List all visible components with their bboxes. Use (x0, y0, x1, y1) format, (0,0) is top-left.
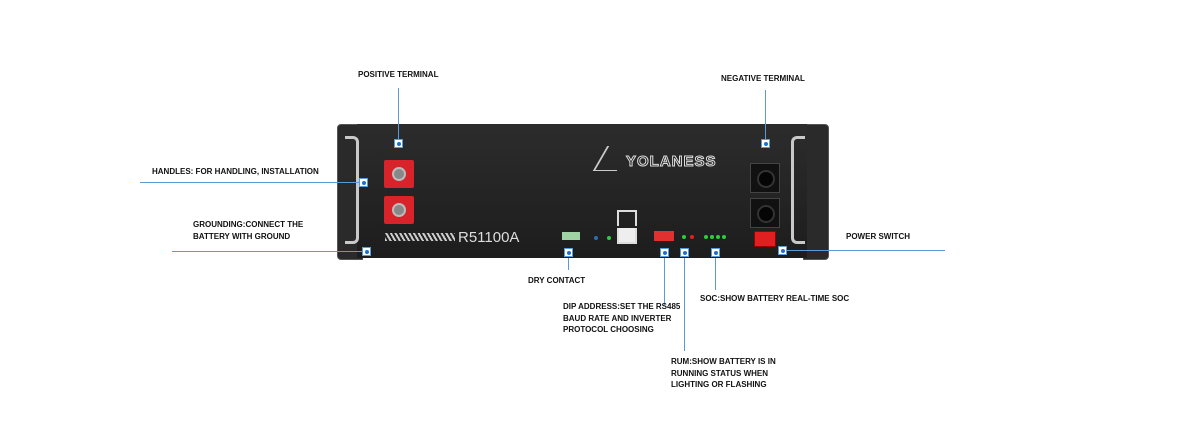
alarm-led (690, 235, 694, 239)
marker-grounding (362, 247, 371, 256)
soc-led-2 (710, 235, 714, 239)
label-power-switch: POWER SWITCH (846, 232, 910, 241)
marker-handle (359, 178, 368, 187)
led-green (607, 236, 611, 240)
marker-dry-contact (564, 248, 573, 257)
label-handles: HANDLES: FOR HANDLING, INSTALLATION (152, 167, 319, 176)
positive-terminal-2 (384, 196, 414, 224)
callout-line (398, 88, 399, 139)
marker-power-switch (778, 246, 787, 255)
callout-line (664, 258, 665, 305)
soc-led-3 (716, 235, 720, 239)
label-negative-terminal: NEGATIVE TERMINAL (721, 74, 805, 83)
dry-contact-port (562, 232, 580, 240)
label-grounding: GROUNDING:CONNECT THE BATTERY WITH GROUND (193, 219, 303, 242)
label-line: BATTERY WITH GROUND (193, 231, 291, 241)
callout-line (684, 258, 685, 351)
label-line: RUM:SHOW BATTERY IS IN (671, 357, 776, 366)
brand-name: YOLANESS (626, 153, 717, 171)
marker-dip (660, 248, 669, 257)
negative-terminal-1 (750, 163, 780, 193)
soc-led-4 (722, 235, 726, 239)
label-line: GROUNDING:CONNECT THE (193, 220, 304, 229)
rs485-port-bottom (617, 228, 637, 244)
right-handle (791, 136, 805, 244)
label-line: LIGHTING OR FLASHING (671, 380, 767, 389)
soc-led-1 (704, 235, 708, 239)
label-run: RUM:SHOW BATTERY IS IN RUNNING STATUS WHE… (671, 356, 776, 391)
dip-switch[interactable] (654, 231, 674, 241)
left-handle (345, 136, 359, 244)
run-led (682, 235, 686, 239)
label-soc: SOC:SHOW BATTERY REAL-TIME SOC (700, 294, 850, 303)
positive-terminal-1 (384, 160, 414, 188)
label-dry-contact: DRY CONTACT (528, 276, 586, 285)
label-line: DIP ADDRESS:SET THE RS485 (563, 302, 681, 311)
label-positive-terminal: POSITIVE TERMINAL (358, 70, 439, 79)
negative-terminal-2 (750, 198, 780, 228)
rs485-port-top (617, 210, 637, 226)
model-stripe (385, 233, 455, 241)
led-blue (594, 236, 598, 240)
callout-line (786, 250, 945, 251)
marker-negative (761, 139, 770, 148)
marker-run (680, 248, 689, 257)
marker-soc (711, 248, 720, 257)
label-line: RUNNING STATUS WHEN (671, 368, 769, 378)
label-line: PROTOCOL CHOOSING (563, 325, 654, 334)
callout-line (715, 258, 716, 290)
marker-positive (394, 139, 403, 148)
model-number: R51100A (458, 229, 520, 246)
callout-line (568, 258, 569, 270)
callout-line (140, 182, 360, 183)
label-line: BAUD RATE AND INVERTER (563, 313, 672, 323)
callout-line (172, 251, 363, 252)
callout-line (765, 90, 766, 139)
power-switch[interactable] (754, 231, 776, 247)
